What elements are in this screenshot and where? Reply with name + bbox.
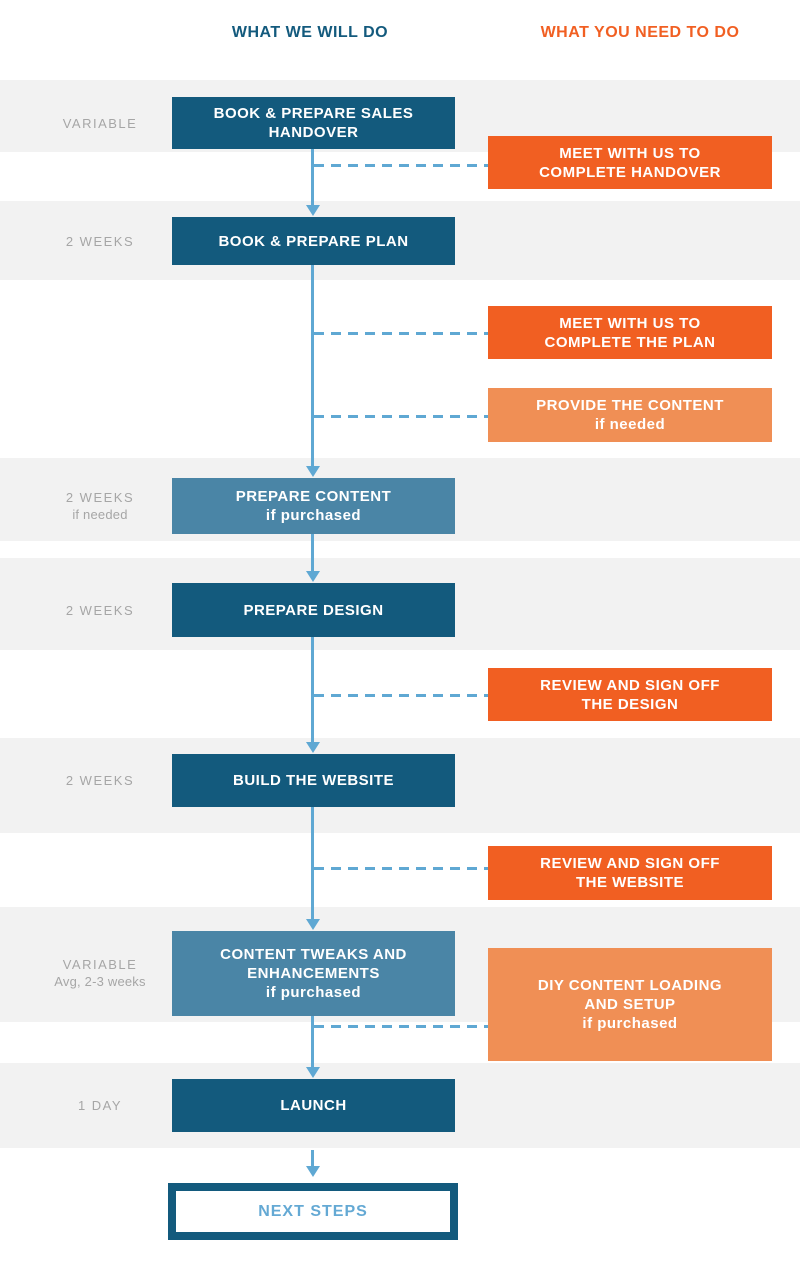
next-steps-button[interactable]: NEXT STEPS: [168, 1183, 458, 1240]
step-box-build-the-website: BUILD THE WEBSITE: [172, 754, 455, 807]
flow-line: [311, 534, 314, 572]
action-box-diy-content-loading: DIY CONTENT LOADING AND SETUP if purchas…: [488, 948, 772, 1061]
next-steps-label: NEXT STEPS: [258, 1202, 368, 1220]
duration-text: VARIABLE: [62, 116, 138, 131]
arrow-down-icon: [306, 466, 320, 477]
step-box-launch: LAUNCH: [172, 1079, 455, 1132]
step-box-prepare-design: PREPARE DESIGN: [172, 583, 455, 637]
duration-label: 1 DAY: [20, 1097, 180, 1114]
action-title: MEET WITH US TO COMPLETE THE PLAN: [544, 314, 716, 351]
dashed-connector: [314, 332, 488, 335]
duration-text: 2 WEEKS: [65, 490, 135, 505]
column-header-what-we-will-do: WHAT WE WILL DO: [231, 24, 389, 41]
duration-label: 2 WEEKS: [20, 772, 180, 789]
step-title: PREPARE DESIGN: [243, 601, 384, 619]
dashed-connector: [314, 164, 488, 167]
duration-text: 2 WEEKS: [65, 773, 135, 788]
action-box-sign-off-website: REVIEW AND SIGN OFF THE WEBSITE: [488, 846, 772, 900]
dashed-connector: [314, 1025, 488, 1028]
step-box-content-tweaks-enhancements: CONTENT TWEAKS AND ENHANCEMENTS if purch…: [172, 931, 455, 1016]
action-title: PROVIDE THE CONTENT: [536, 397, 724, 414]
arrow-down-icon: [306, 742, 320, 753]
step-title: PREPARE CONTENT: [235, 488, 392, 505]
arrow-down-icon: [306, 1067, 320, 1078]
dashed-connector: [314, 415, 488, 418]
flow-line: [311, 149, 314, 206]
arrow-down-icon: [306, 919, 320, 930]
duration-label: 2 WEEKS if needed: [20, 489, 180, 523]
duration-text: 1 DAY: [77, 1098, 123, 1113]
duration-text: 2 WEEKS: [65, 603, 135, 618]
step-condition: if purchased: [265, 984, 362, 1001]
arrow-down-icon: [306, 1166, 320, 1177]
arrow-down-icon: [306, 205, 320, 216]
action-title: DIY CONTENT LOADING AND SETUP: [537, 977, 723, 1013]
action-condition: if needed: [594, 416, 666, 433]
step-title: BUILD THE WEBSITE: [233, 772, 394, 789]
dashed-connector: [314, 867, 488, 870]
duration-note: Avg, 2-3 weeks: [54, 974, 146, 989]
step-title: BOOK & PREPARE SALES HANDOVER: [213, 105, 414, 141]
flow-line: [311, 1016, 314, 1068]
duration-note: if needed: [72, 507, 128, 522]
action-box-provide-content: PROVIDE THE CONTENT if needed: [488, 388, 772, 442]
step-box-book-prepare-plan: BOOK & PREPARE PLAN: [172, 217, 455, 265]
action-box-sign-off-design: REVIEW AND SIGN OFF THE DESIGN: [488, 668, 772, 721]
flow-line: [311, 265, 314, 467]
duration-label: VARIABLE: [20, 115, 180, 132]
step-title: LAUNCH: [280, 1097, 347, 1114]
step-title: CONTENT TWEAKS AND ENHANCEMENTS: [220, 946, 407, 982]
dashed-connector: [314, 694, 488, 697]
action-title: MEET WITH US TO COMPLETE HANDOVER: [539, 144, 721, 181]
action-box-meet-complete-handover: MEET WITH US TO COMPLETE HANDOVER: [488, 136, 772, 189]
action-box-meet-complete-plan: MEET WITH US TO COMPLETE THE PLAN: [488, 306, 772, 359]
flow-line: [311, 1150, 314, 1167]
column-header-what-you-need-to-do: WHAT YOU NEED TO DO: [540, 24, 740, 41]
action-title: REVIEW AND SIGN OFF THE DESIGN: [540, 676, 720, 713]
action-title: REVIEW AND SIGN OFF THE WEBSITE: [540, 855, 720, 891]
flow-line: [311, 637, 314, 743]
step-box-book-prepare-sales-handover: BOOK & PREPARE SALES HANDOVER: [172, 97, 455, 149]
duration-text: VARIABLE: [62, 957, 138, 972]
duration-label: VARIABLE Avg, 2-3 weeks: [20, 956, 180, 990]
step-condition: if purchased: [265, 507, 362, 524]
duration-label: 2 WEEKS: [20, 602, 180, 619]
action-condition: if purchased: [582, 1015, 678, 1032]
duration-text: 2 WEEKS: [65, 234, 135, 249]
arrow-down-icon: [306, 571, 320, 582]
step-box-prepare-content: PREPARE CONTENT if purchased: [172, 478, 455, 534]
flow-line: [311, 807, 314, 920]
step-title: BOOK & PREPARE PLAN: [218, 232, 409, 250]
duration-label: 2 WEEKS: [20, 233, 180, 250]
